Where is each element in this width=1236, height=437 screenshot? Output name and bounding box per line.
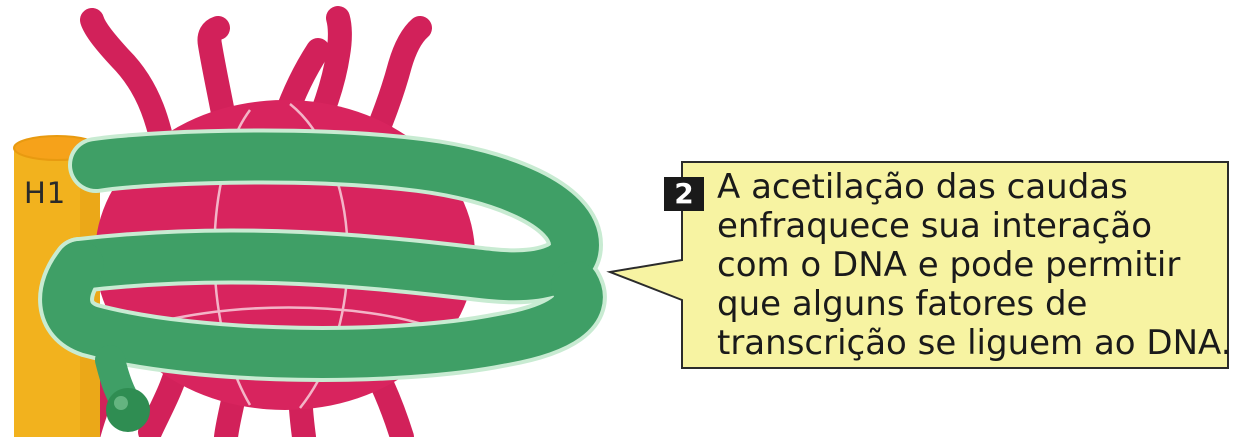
h1-label: H1 (24, 176, 67, 210)
callout-line-2: enfraquece sua interação (717, 206, 1153, 246)
callout-box (606, 161, 1229, 369)
callout-line-3: com o DNA e pode permitir (717, 245, 1181, 285)
dna-coil-upper (56, 132, 599, 301)
dna-coil-lower (42, 241, 603, 378)
callout-line-4: que alguns fatores de (717, 284, 1088, 324)
callout-text: A acetilação das caudas enfraquece sua i… (717, 168, 1236, 363)
dna-strand (38, 128, 607, 420)
callout (606, 161, 1229, 369)
callout-line-5: transcrição se liguem ao DNA. (717, 323, 1232, 363)
callout-line-1: A acetilação das caudas (717, 167, 1128, 207)
step-number-badge: 2 (664, 177, 704, 211)
dna-end-bead (106, 388, 150, 432)
dna-end-bead-highlight (114, 396, 128, 410)
